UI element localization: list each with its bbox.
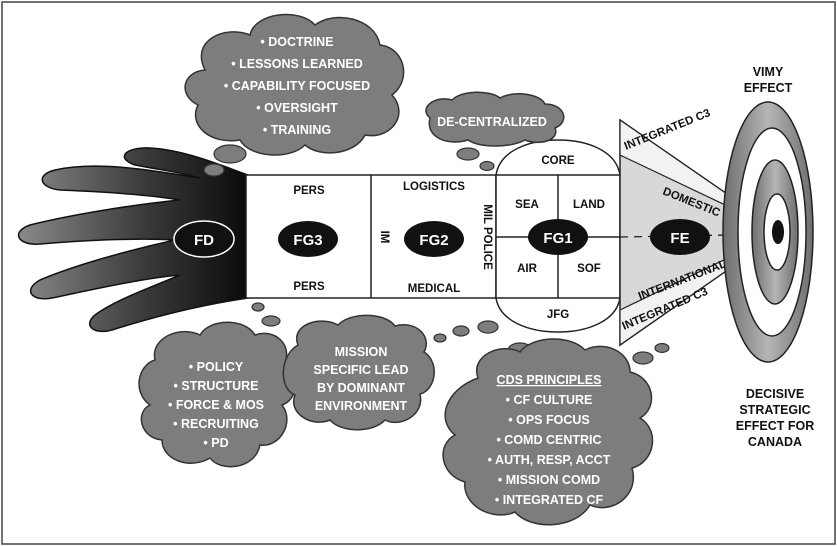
cloud-bottom-left-line-4: • RECRUITING bbox=[173, 417, 259, 431]
cloud-bottom-left-line-3: • FORCE & MOS bbox=[168, 398, 264, 412]
fd-hand-shape bbox=[17, 147, 249, 333]
cloud-bottom-middle-line-2: SPECIFIC LEAD bbox=[313, 363, 408, 377]
cloud-chain-puff-5 bbox=[632, 351, 654, 365]
cloud-top-right bbox=[425, 91, 565, 147]
cloud-bottom-middle bbox=[282, 314, 435, 431]
cloud-bottom-right-line-2: • OPS FOCUS bbox=[508, 413, 589, 427]
fg1-core-arc bbox=[495, 139, 621, 176]
fg3-label: FG3 bbox=[293, 232, 322, 249]
cloud-top-left-line-4: • OVERSIGHT bbox=[256, 101, 338, 115]
fg2-bottom-label: MEDICAL bbox=[408, 283, 460, 295]
target-caption-line-2: STRATEGIC bbox=[739, 403, 810, 417]
fg1-quadrant-sof: SOF bbox=[577, 263, 601, 275]
cloud-bottom-right-line-4: • AUTH, RESP, ACCT bbox=[488, 453, 611, 467]
cone-top-label: INTEGRATED C3 bbox=[623, 107, 713, 153]
fg1-jfg-label: JFG bbox=[547, 309, 569, 321]
fd-label: FD bbox=[194, 232, 214, 249]
cloud-top-left-line-1: • DOCTRINE bbox=[260, 35, 333, 49]
cloud-bottom-right-line-3: • COMD CENTRIC bbox=[496, 433, 601, 447]
cloud-bottom-left-line-2: • STRUCTURE bbox=[174, 379, 259, 393]
fg3-top-label: PERS bbox=[293, 185, 325, 197]
cloud-top-left-line-2: • LESSONS LEARNED bbox=[231, 57, 362, 71]
cloud-top-left-line-3: • CAPABILITY FOCUSED bbox=[224, 79, 370, 93]
cloud-bottom-left bbox=[138, 321, 297, 468]
cloud-bottom-left-puff-2 bbox=[251, 302, 265, 312]
cloud-top-left bbox=[184, 13, 405, 156]
cloud-bottom-right-line-1: • CF CULTURE bbox=[506, 393, 593, 407]
cloud-bottom-left-puff-1 bbox=[261, 315, 281, 327]
target-caption-line-1: DECISIVE bbox=[746, 387, 804, 401]
fd-oval bbox=[173, 220, 235, 258]
fe-oval bbox=[650, 219, 710, 255]
cloud-bottom-middle-line-3: BY DOMINANT bbox=[317, 381, 405, 395]
fg2-label: FG2 bbox=[419, 232, 448, 249]
fg3-side-label: IM bbox=[378, 231, 390, 244]
target-caption-line-3: EFFECT FOR bbox=[736, 419, 814, 433]
cloud-top-left-line-5: • TRAINING bbox=[263, 123, 331, 137]
cloud-chain-puff-3 bbox=[477, 320, 499, 334]
fg1-quadrant-air: AIR bbox=[517, 263, 538, 275]
target-caption-line-4: CANADA bbox=[748, 435, 802, 449]
cloud-top-left-puff-1 bbox=[213, 144, 247, 164]
cloud-bottom-left-line-1: • POLICY bbox=[189, 360, 244, 374]
cloud-chain-puff-6 bbox=[654, 342, 670, 354]
cloud-bottom-right bbox=[442, 338, 654, 526]
cloud-chain-puff-1 bbox=[433, 333, 447, 343]
target-bullseye bbox=[772, 220, 784, 244]
cloud-bottom-left-line-5: • PD bbox=[203, 436, 228, 450]
target-title-line-1: VIMY bbox=[753, 65, 784, 79]
cloud-bottom-middle-line-1: MISSION bbox=[335, 345, 388, 359]
fg1-quadrant-land: LAND bbox=[573, 199, 605, 211]
cloud-top-left-puff-2 bbox=[203, 163, 225, 177]
fg1-core-label: CORE bbox=[541, 155, 575, 167]
fe-label: FE bbox=[670, 230, 689, 247]
fg2-top-label: LOGISTICS bbox=[403, 181, 465, 193]
fg1-label: FG1 bbox=[543, 230, 572, 247]
cloud-chain-puff-2 bbox=[452, 325, 470, 337]
cloud-bottom-middle-line-4: ENVIRONMENT bbox=[315, 399, 408, 413]
cloud-top-right-puff-2 bbox=[479, 160, 495, 172]
cloud-bottom-right-line-6: • INTEGRATED CF bbox=[495, 493, 604, 507]
fg1-quadrant-sea: SEA bbox=[515, 199, 539, 211]
fg1-oval bbox=[528, 219, 588, 255]
fg2-side-label: MIL POLICE bbox=[481, 204, 493, 270]
fg3-bottom-label: PERS bbox=[293, 281, 325, 293]
cloud-bottom-right-heading: CDS PRINCIPLES bbox=[497, 373, 602, 387]
fg1-jfg-arc bbox=[495, 297, 621, 333]
cloud-top-right-puff-1 bbox=[456, 147, 480, 161]
target-title-line-2: EFFECT bbox=[744, 81, 793, 95]
fg2-oval bbox=[404, 221, 464, 257]
cloud-top-right-line-1: DE-CENTRALIZED bbox=[437, 115, 547, 129]
cloud-bottom-right-line-5: • MISSION COMD bbox=[498, 473, 600, 487]
fg3-oval bbox=[278, 221, 338, 257]
